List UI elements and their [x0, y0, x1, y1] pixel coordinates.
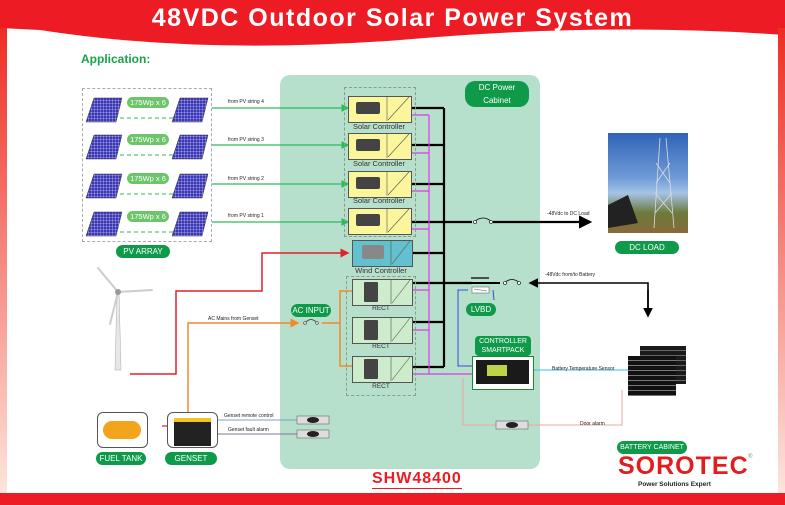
pv-string-4-label: from PV string 4 — [228, 99, 264, 105]
controller-display — [487, 365, 507, 376]
wind-line — [130, 248, 350, 375]
controller-smartpack — [472, 356, 534, 390]
ac-mains-line — [187, 318, 300, 412]
battery-connection-label: -48Vdc from/to Battery — [545, 272, 596, 278]
genset-image — [167, 412, 218, 448]
dc-load-tower-image — [608, 133, 688, 233]
door-alarm-label: Door alarm — [580, 421, 605, 427]
registered-mark: ® — [748, 454, 753, 460]
pv-string-2-rating: 175Wp x 6 — [127, 173, 169, 184]
genset-fault-label: Genset fault alarm — [228, 427, 269, 433]
brand-tagline: Power Solutions Expert — [638, 481, 711, 488]
genset-remote-label: Genset remote control — [224, 413, 274, 419]
battery-cabinet-label: BATTERY CABINET — [617, 441, 687, 454]
pv-string-1-rating: 175Wp x 6 — [127, 211, 169, 222]
solar-panels — [85, 97, 209, 237]
fuel-tank-image — [97, 412, 148, 448]
controller-label: CONTROLLER SMARTPACK — [475, 336, 531, 356]
wind-turbine-icon — [97, 267, 153, 371]
ac-mains-label: AC Mains from Genset — [208, 316, 259, 322]
battery-temp-label: Battery Temperature Sensor — [552, 366, 615, 372]
converter-icons — [356, 96, 411, 381]
rectifier-2-label: RECT — [372, 343, 390, 350]
dc-load-label: DC LOAD — [615, 241, 679, 254]
application-label: Application: — [81, 52, 151, 66]
rectifier-3-label: RECT — [372, 383, 390, 390]
header-banner — [0, 0, 785, 46]
rectifier-3 — [352, 356, 413, 383]
pv-array-label: PV ARRAY — [116, 245, 170, 258]
signal-bus — [411, 114, 476, 375]
model-number: SHW48400 — [372, 470, 462, 489]
pv-string-4-rating: 175Wp x 6 — [127, 97, 169, 108]
rectifier-group — [346, 276, 416, 396]
rectifier-2 — [352, 317, 413, 344]
solar-controller-3 — [348, 171, 412, 198]
dc-load-connection-label: -48Vdc to DC Load — [547, 211, 590, 217]
solar-controller-2-label: Solar Controller — [352, 159, 406, 168]
lvbd-label: LVBD — [466, 303, 496, 316]
bottom-border — [0, 493, 785, 505]
fuel-tank-label: FUEL TANK — [96, 452, 146, 465]
rectifier-1-label: RECT — [372, 305, 390, 312]
pv-string-1-label: from PV string 1 — [228, 213, 264, 219]
pv-string-2-label: from PV string 2 — [228, 176, 264, 182]
pv-string-3-label: from PV string 3 — [228, 137, 264, 143]
battery-cabinet-image — [628, 346, 688, 396]
genset-label: GENSET — [165, 452, 217, 465]
solar-controller-3-label: Solar Controller — [352, 196, 406, 205]
ac-input-label: AC INPUT — [291, 304, 331, 317]
page-title: 48VDC Outdoor Solar Power System — [151, 4, 634, 32]
wind-controller-label: Wind Controller — [355, 266, 407, 275]
brand-logo: SOROTEC — [618, 452, 749, 480]
solar-controller-group — [344, 87, 416, 237]
cabinet-label: DC Power Cabinet — [465, 81, 529, 107]
dc-bus — [411, 106, 593, 369]
solar-controller-1-label: Solar Controller — [352, 122, 406, 131]
right-border — [778, 28, 785, 498]
left-border — [0, 28, 7, 498]
pv-string-3-rating: 175Wp x 6 — [127, 134, 169, 145]
rectifier-1 — [352, 279, 413, 306]
